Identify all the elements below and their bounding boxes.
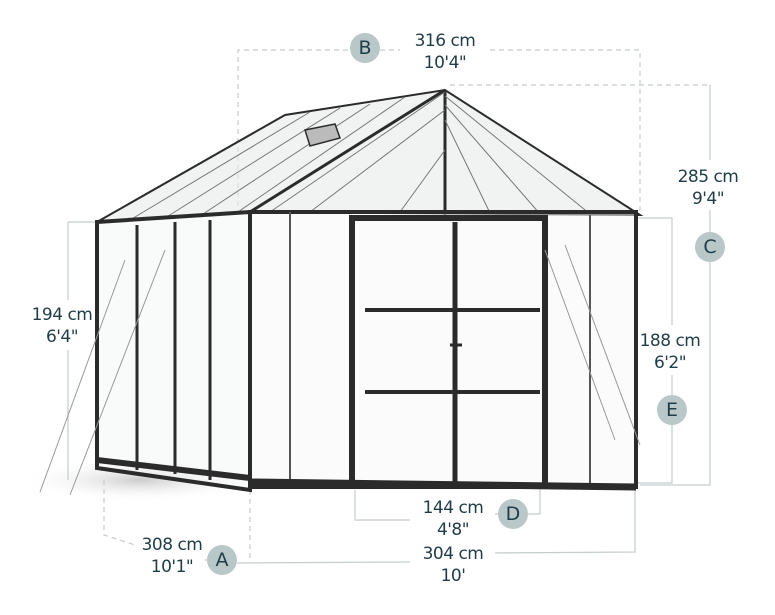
dimension-e-imperial: 6'2": [653, 353, 687, 373]
roof-vent: [304, 123, 341, 147]
dimension-b-metric: 316 cm: [414, 31, 476, 51]
greenhouse: [39, 88, 644, 496]
dimension-d-metric: 144 cm: [422, 498, 484, 518]
dimension-badge-e: E: [657, 395, 687, 425]
dimension-badge-a: A: [207, 545, 237, 575]
side-height-metric: 194 cm: [31, 305, 93, 325]
dimension-b-imperial: 10'4": [423, 53, 467, 73]
front-width-imperial: 10': [440, 566, 466, 586]
dimension-c-imperial: 9'4": [691, 189, 725, 209]
front-width-metric: 304 cm: [422, 544, 484, 564]
dimension-badge-c: C: [695, 232, 725, 262]
dimension-d-imperial: 4'8": [436, 520, 470, 540]
dimension-badge-d: D: [498, 499, 528, 529]
dimension-a-metric: 308 cm: [141, 535, 203, 555]
dimension-e-metric: 188 cm: [639, 331, 701, 351]
dimension-a-imperial: 10'1": [150, 557, 194, 577]
side-height-imperial: 6'4": [45, 327, 79, 347]
dimension-c-metric: 285 cm: [677, 167, 739, 187]
dimension-badge-b: B: [350, 33, 380, 63]
